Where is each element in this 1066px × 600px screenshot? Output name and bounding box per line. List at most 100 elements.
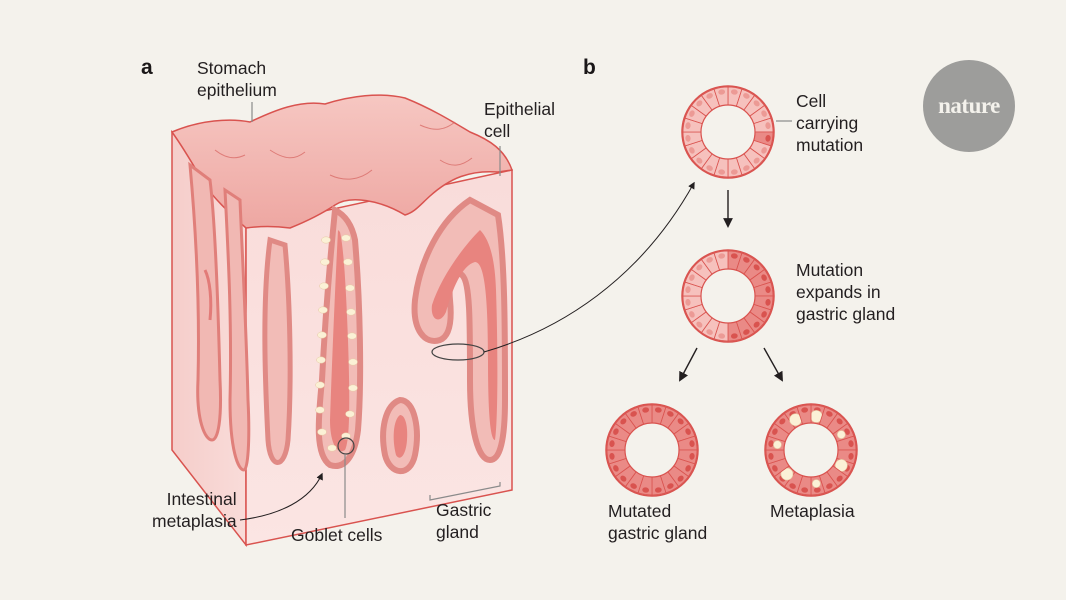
cell-nucleus [685, 122, 691, 130]
goblet-cell [345, 284, 355, 292]
cell-nucleus [696, 264, 703, 271]
cell-nucleus [689, 147, 695, 154]
label-gastric-gland: Gastric gland [436, 500, 492, 542]
label-stomach-epithelium: Stomach epithelium [197, 58, 277, 100]
cell-nucleus [685, 428, 691, 435]
cell-nucleus [765, 134, 771, 142]
cell-nucleus [789, 483, 796, 489]
front-glands [262, 196, 509, 475]
cell-nucleus [696, 157, 703, 164]
cell-nucleus [718, 169, 726, 175]
cell-nucleus [642, 487, 650, 493]
goblet-cell [327, 444, 337, 452]
goblet-cell [321, 236, 331, 244]
cell-nucleus [689, 110, 695, 117]
cell-nucleus [826, 483, 833, 489]
ring-cell-carrying-mutation [681, 85, 775, 179]
cell-nucleus [677, 475, 684, 482]
cell-nucleus [667, 411, 674, 417]
cell-nucleus [761, 110, 767, 117]
stomach-epithelium-surface [170, 94, 514, 229]
cell-nucleus [753, 157, 760, 164]
cell-nucleus [848, 452, 854, 460]
goblet-cell [341, 234, 351, 242]
cell-nucleus [768, 452, 774, 460]
cell-nucleus [685, 465, 691, 472]
side-glands [188, 161, 251, 472]
label-stage-2: Mutation expands in gastric gland [796, 260, 896, 324]
goblet-cell [343, 258, 353, 266]
cell-nucleus [761, 311, 767, 318]
goblet-cell [812, 479, 821, 488]
cell-nucleus [689, 452, 695, 460]
cell-nucleus [743, 257, 750, 263]
cell-nucleus [685, 286, 691, 294]
cell-nucleus [801, 407, 809, 413]
cell-nucleus [779, 418, 786, 425]
cell-nucleus [772, 428, 778, 435]
cell-nucleus [654, 407, 662, 413]
cell-nucleus [685, 134, 691, 142]
cell-nucleus [761, 147, 767, 154]
cell-nucleus [761, 274, 767, 281]
cell-nucleus [613, 428, 619, 435]
cell-nucleus [609, 440, 615, 448]
goblet-cell [346, 308, 356, 316]
cell-nucleus [813, 487, 821, 493]
goblet-cell [316, 356, 326, 364]
cell-nucleus [765, 298, 771, 306]
goblet-cell [836, 430, 846, 439]
leader-lines-a [251, 102, 501, 518]
cell-nucleus [848, 440, 854, 448]
goblet-cell [780, 467, 794, 481]
cell-nucleus [772, 465, 778, 472]
label-stage-3: Mutated gastric gland [608, 501, 708, 543]
ring-lumen [624, 422, 680, 478]
intestinal-metaplasia-arrow [239, 472, 323, 521]
cell-nucleus [706, 93, 713, 99]
cell-nucleus [642, 407, 650, 413]
cell-nucleus [677, 418, 684, 425]
goblet-cell [341, 432, 351, 440]
goblet-cell [317, 428, 327, 436]
ring-mutation-expands [681, 249, 775, 343]
label-intestinal-metaplasia: Intestinal metaplasia [152, 489, 237, 531]
cell-nucleus [613, 465, 619, 472]
cell-nucleus [836, 418, 843, 425]
cell-nucleus [620, 475, 627, 482]
goblet-cell [317, 331, 327, 339]
goblet-cell [319, 282, 329, 290]
cell-nucleus [706, 257, 713, 263]
label-epithelial-cell: Epithelial cell [484, 99, 556, 141]
cell-nucleus [743, 329, 750, 335]
cell-nucleus [826, 411, 833, 417]
gland-cross-sections [605, 85, 858, 497]
goblet-cell [834, 459, 848, 472]
label-stage-4: Metaplasia [770, 501, 855, 521]
cell-nucleus [654, 487, 662, 493]
cell-nucleus [743, 93, 750, 99]
cell-nucleus [718, 333, 726, 339]
goblet-cell-highlight [337, 437, 355, 455]
cell-nucleus [718, 89, 726, 95]
cell-nucleus [667, 483, 674, 489]
cell-nucleus [768, 440, 774, 448]
connector-arrow [483, 181, 695, 353]
cell-nucleus [689, 311, 695, 318]
goblet-cell [348, 384, 358, 392]
nature-logo: nature [923, 60, 1015, 152]
cell-nucleus [743, 165, 750, 171]
cell-nucleus [718, 253, 726, 259]
cell-nucleus [836, 475, 843, 482]
cell-nucleus [685, 298, 691, 306]
cell-nucleus [689, 274, 695, 281]
goblet-cell [345, 410, 355, 418]
cell-nucleus [753, 321, 760, 328]
ring-lumen [700, 104, 756, 160]
ring-lumen [700, 268, 756, 324]
cell-nucleus [730, 253, 738, 259]
arrow-stage2-to-stage3 [679, 347, 698, 382]
flow-arrows [679, 190, 783, 382]
cell-nucleus [706, 329, 713, 335]
